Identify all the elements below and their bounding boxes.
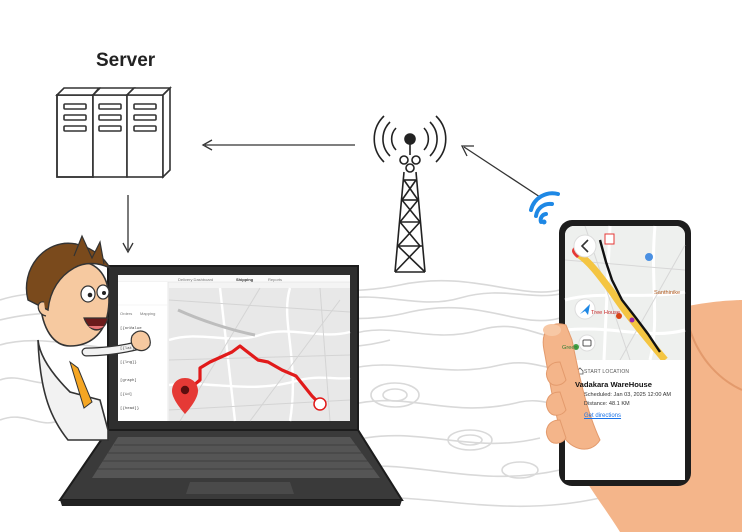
laptop-tab-3[interactable]: Reports bbox=[268, 277, 283, 282]
navigation-icon bbox=[580, 304, 590, 315]
chat-icon bbox=[582, 339, 592, 347]
phone-icon bbox=[542, 220, 691, 486]
cartoon-person bbox=[25, 234, 151, 441]
edge-phone-to-tower bbox=[460, 145, 541, 198]
laptop-side-label-1: Orders bbox=[120, 311, 133, 316]
laptop-code-line: [{onValue bbox=[120, 327, 142, 331]
laptop-side-label-2: Mapping bbox=[140, 311, 156, 316]
laptop-tab-2[interactable]: Shipping bbox=[236, 277, 254, 282]
laptop-code-line: [{head]} bbox=[120, 407, 140, 411]
warehouse-name: Vadakara WareHouse bbox=[575, 380, 652, 389]
laptop-icon bbox=[58, 265, 404, 506]
laptop-code-line: [{lng]} bbox=[120, 361, 137, 365]
wifi-icon bbox=[529, 191, 560, 224]
cell-tower-icon bbox=[373, 115, 447, 273]
back-arrow-icon bbox=[580, 239, 589, 253]
scheduled-text: Scheduled: Jan 03, 2025 12:00 AM bbox=[584, 392, 672, 398]
map-pin-icon bbox=[172, 378, 198, 414]
edge-server-to-laptop bbox=[122, 195, 134, 254]
server-label: Server bbox=[96, 50, 156, 71]
laptop-code-line: [{lat] bbox=[120, 347, 135, 351]
edge-tower-to-server bbox=[201, 139, 355, 151]
server-icon bbox=[55, 86, 172, 179]
route-line bbox=[186, 344, 322, 406]
map-label-tree-house: Tree House bbox=[591, 310, 621, 316]
laptop-code-line: [graph] bbox=[120, 379, 137, 383]
map-label-green: Green bbox=[562, 345, 578, 351]
laptop-screen: Delivery Dashboard Shipping Reports Orde… bbox=[118, 275, 350, 421]
start-location-label: START LOCATION bbox=[584, 369, 630, 375]
laptop-tab-1[interactable]: Delivery Dashboard bbox=[178, 277, 214, 282]
get-directions-link[interactable]: Get directions bbox=[584, 413, 622, 419]
phone-screen: Tree House Santhinike Green START LOCATI… bbox=[562, 226, 684, 480]
distance-text: Distance: 48.1 KM bbox=[584, 401, 630, 407]
wifi-dot bbox=[541, 219, 547, 225]
laptop-code-line: [{id] bbox=[120, 393, 133, 397]
map-label-santhinike: Santhinike bbox=[654, 290, 681, 296]
